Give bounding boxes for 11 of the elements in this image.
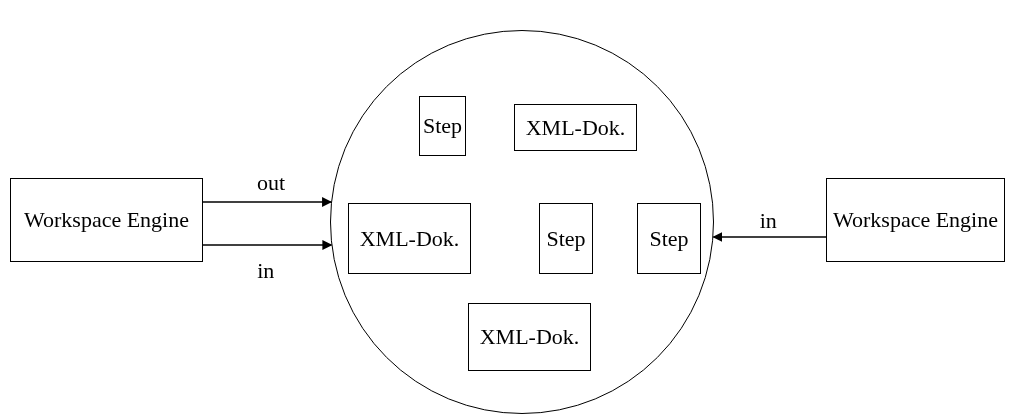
arrow [202, 240, 333, 250]
arrow [202, 197, 333, 207]
document-box: XML-Dok. [468, 303, 591, 371]
step-box: Step [419, 96, 466, 156]
step-box: Step [637, 203, 701, 274]
engine-box: Workspace Engine [10, 178, 203, 262]
document-box: XML-Dok. [348, 203, 471, 274]
arrow [712, 232, 827, 242]
engine-box: Workspace Engine [826, 178, 1005, 262]
document-box: XML-Dok. [514, 104, 637, 151]
step-box: Step [539, 203, 593, 274]
